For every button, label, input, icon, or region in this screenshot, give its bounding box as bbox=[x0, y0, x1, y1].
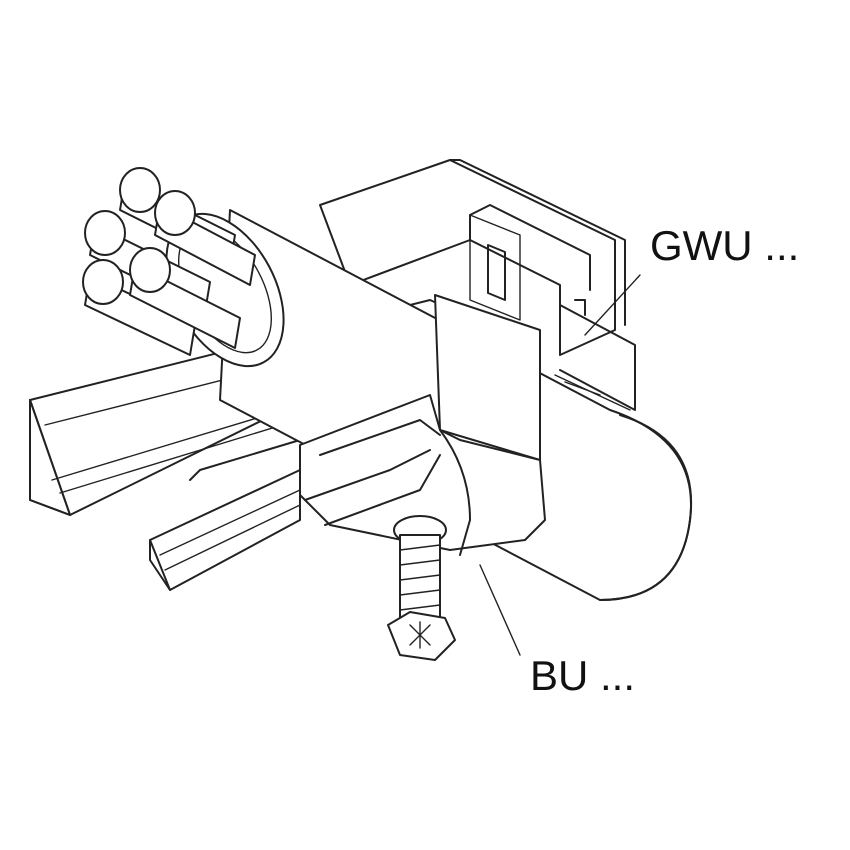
gwu-leader-line bbox=[584, 274, 641, 336]
clamp-clip bbox=[299, 214, 546, 556]
label-gwu: GWU ... bbox=[650, 222, 800, 269]
clamp-screw bbox=[387, 515, 456, 661]
cable-conductors bbox=[82, 167, 256, 356]
bu-leader-line bbox=[479, 564, 521, 656]
label-bu: BU ... bbox=[530, 652, 636, 699]
channel-bracket bbox=[319, 159, 636, 411]
